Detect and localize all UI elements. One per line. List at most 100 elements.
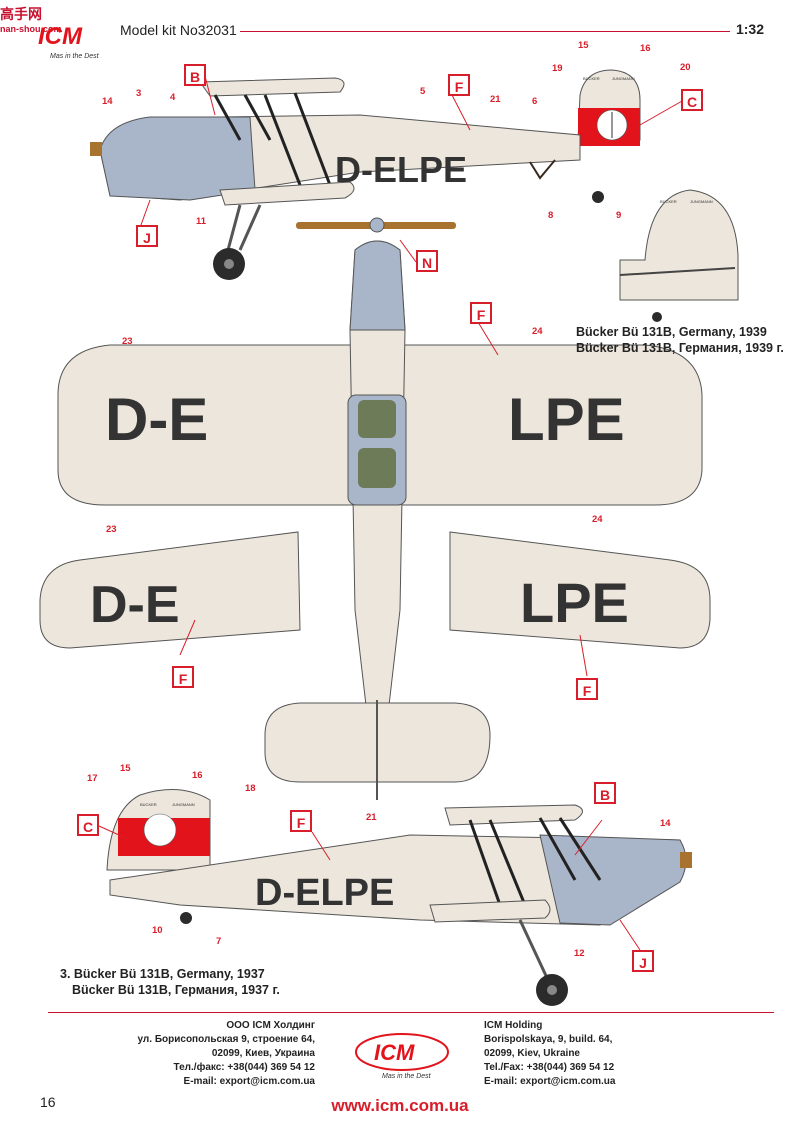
num-4: 4 [170,92,176,103]
fin-label-left-bottom: BÜCKER [140,802,157,807]
scale-label: 1:32 [735,21,764,37]
fin-label-right-detail: JUNGMANN [690,199,713,204]
num-8: 8 [548,210,554,221]
callout-b-bottom: B [594,782,616,804]
num-24-top: 24 [532,326,543,337]
watermark-text: 高手网 [0,6,42,22]
footer-ru-line-1: ООО ICM Холдинг [226,1020,315,1031]
footer-ru-line-2: ул. Борисопольская 9, строение 64, [137,1034,316,1045]
num-24-bottom: 24 [592,514,603,525]
lower-wing [219,181,355,206]
footer-logo-text: ICM [374,1040,415,1065]
num-15-bottom: 15 [120,763,131,774]
caption-bottom: 3. Bücker Bü 131B, Germany, 1937 Bücker … [60,966,280,998]
fin-label-left-detail: BÜCKER [660,199,677,204]
num-6: 6 [532,96,538,107]
footer-en-line-3: 02099, Kiev, Ukraine [484,1048,580,1059]
upper-wing [199,77,345,97]
num-21-bottom: 21 [366,812,377,823]
footer-en-line-2: Borispolskaya, 9, build. 64, [484,1034,613,1045]
footer-divider [48,1012,774,1013]
callout-c-top: C [681,89,703,111]
fin-label-left-top: BÜCKER [583,76,600,81]
num-19: 19 [552,63,563,74]
footer-logo: ICM Mas in the Dest [355,1033,449,1080]
propeller-hub [90,142,102,156]
side-registration-bottom: D-ELPE [255,872,394,914]
caption-top-ru: Bücker Bü 131B, Германия, 1939 г. [576,341,784,355]
num-20: 20 [680,62,691,73]
upper-wing-bottom [444,804,583,826]
num-17: 17 [87,773,98,784]
num-12: 12 [574,948,585,959]
icm-logo-tagline: Mas in the Dest [50,53,100,60]
wing-registration-left: D-E [105,386,208,453]
num-21-top: 21 [490,94,501,105]
website-link[interactable]: www.icm.com.ua [331,1096,469,1115]
num-15-top: 15 [578,40,589,51]
footer-en-line-5: E-mail: export@icm.com.ua [484,1076,616,1087]
caption-top-en: Bücker Bü 131B, Germany, 1939 [576,325,767,339]
watermark-url: nan-shou.com [0,24,62,34]
footer-en-line-1: ICM Holding [484,1020,543,1031]
num-16-top: 16 [640,43,651,54]
callout-b-top: B [184,64,206,86]
painting-diagram: D-ELPE BÜCKER JUNGMANN BÜCKER JUNGMANN D… [39,69,739,1006]
footer-en-line-4: Tel./Fax: +38(044) 369 54 12 [484,1062,615,1073]
plan-view: D-E LPE D-E LPE [39,217,711,800]
fin-label-right-bottom: JUNGMANN [172,802,195,807]
num-23-top: 23 [122,336,133,347]
lower-wing-right [449,531,711,649]
lower-wing-left [39,531,301,649]
callout-j-bottom: J [632,950,654,972]
num-9: 9 [616,210,622,221]
side-view-bottom: BÜCKER JUNGMANN D-ELPE [106,789,692,1006]
icm-logo: ICM Mas in the Dest [38,23,100,60]
callout-f-lower-left: F [172,666,194,688]
struts [213,92,332,186]
callout-n: N [416,250,438,272]
callout-f-top: F [448,74,470,96]
num-5: 5 [420,86,426,97]
num-16-bottom: 16 [192,770,203,781]
caption-bottom-ru: Bücker Bü 131B, Германия, 1937 г. [72,983,280,997]
footer-address-en: ICM Holding Borispolskaya, 9, build. 64,… [484,1019,704,1089]
num-3: 3 [136,88,142,99]
callout-f-lower-right: F [576,678,598,700]
callout-f-plan: F [470,302,492,324]
rear-seat [358,448,396,488]
caption-top: Bücker Bü 131B, Germany, 1939 Bücker Bü … [576,324,784,356]
footer-ru-line-5: E-mail: export@icm.com.ua [183,1076,315,1087]
footer-ru-line-4: Тел./факс: +38(044) 369 54 12 [173,1062,315,1073]
side-view-top: D-ELPE BÜCKER JUNGMANN [90,69,641,280]
num-14-bottom: 14 [660,818,671,829]
num-7: 7 [216,936,222,947]
front-seat [358,400,396,438]
cowling [99,116,256,201]
caption-bottom-en: 3. Bücker Bü 131B, Germany, 1937 [60,967,265,981]
num-10: 10 [152,925,163,936]
icm-logo-text: ICM [38,23,83,50]
header-divider [240,31,730,32]
tail-disk-bottom [143,813,177,847]
fin-label-right-top: JUNGMANN [612,76,635,81]
num-14-top: 14 [102,96,113,107]
footer-ru-line-3: 02099, Киев, Украина [211,1048,315,1059]
num-23-bottom: 23 [106,524,117,535]
cowling-bottom [539,834,687,926]
num-11: 11 [196,216,207,227]
num-18: 18 [245,783,256,794]
watermark: 高手网 nan-shou.com [0,4,62,34]
tail-wheel [592,191,604,203]
lower-registration-right: LPE [520,571,629,634]
lower-registration-left: D-E [90,576,180,634]
tail-detail-fin [619,189,739,301]
callout-f-bottom: F [290,810,312,832]
side-registration-top: D-ELPE [335,149,467,190]
callout-j-top: J [136,225,158,247]
callout-c-bottom: C [77,814,99,836]
tail-detail: BÜCKER JUNGMANN [619,189,739,322]
model-kit-title: Model kit No32031 [120,22,237,38]
page-number: 16 [40,1094,56,1110]
wing-registration-right: LPE [508,386,625,453]
